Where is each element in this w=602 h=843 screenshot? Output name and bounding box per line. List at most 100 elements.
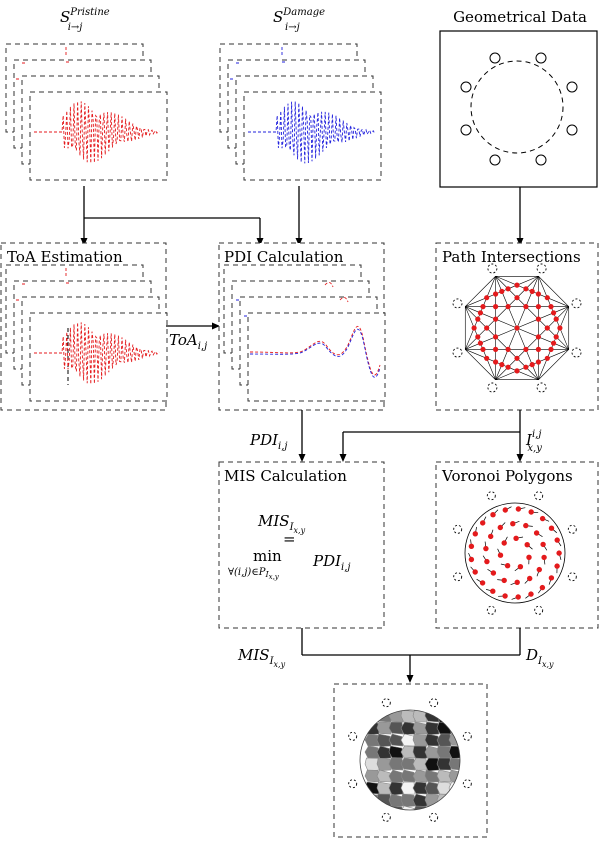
damage-cell: [376, 757, 392, 772]
sensor-layout: [460, 52, 578, 166]
sensor-path: [465, 349, 496, 380]
signal-trace: [236, 299, 247, 317]
intersection-point: [553, 316, 559, 322]
intersection-point: [514, 282, 520, 288]
damage-cell: [424, 757, 440, 772]
signal-trace: [324, 282, 349, 303]
intersection-point: [535, 334, 542, 340]
voronoi-seed: [523, 522, 529, 529]
damage-cell: [364, 733, 380, 747]
toa-estimation-box: ToA Estimation: [0, 242, 168, 411]
voronoi-seed: [488, 533, 494, 540]
sensor: [452, 347, 463, 358]
damage-map-box: [333, 683, 488, 838]
signal-trace: [249, 328, 381, 378]
intersection-point: [535, 316, 542, 322]
intersection-point: [529, 288, 535, 294]
intersection-point: [551, 310, 557, 316]
voronoi-seed: [468, 556, 475, 563]
voronoi-seed: [502, 593, 508, 599]
sensor: [453, 572, 463, 582]
sensor: [452, 298, 463, 309]
damage-cell: [412, 757, 428, 771]
box-outline: [218, 461, 385, 629]
geometrical-data-box: [439, 30, 598, 188]
sensor: [348, 779, 358, 789]
damage-cell: [376, 745, 392, 759]
arrowhead: [298, 454, 306, 462]
voronoi-seed: [501, 577, 507, 584]
signal-trace: [248, 101, 376, 164]
top-connectors: [80, 186, 524, 246]
intersection-point: [477, 340, 483, 346]
sensor: [489, 52, 501, 64]
plate-outline: [464, 502, 566, 604]
voronoi-seed: [548, 525, 555, 531]
arrowhead: [339, 454, 347, 462]
box-title: PDI Calculation: [224, 248, 344, 266]
intersection-point: [493, 291, 499, 297]
damage-cell: [412, 721, 428, 735]
sensor: [487, 263, 498, 274]
voronoi-seed: [497, 524, 503, 531]
damage-cell: [436, 757, 452, 771]
signal-trace: [16, 268, 70, 301]
intersection-point: [523, 304, 529, 310]
sensor: [536, 382, 547, 393]
damage-cell: [388, 781, 404, 796]
sensor: [566, 124, 578, 136]
arrowhead: [212, 322, 220, 330]
damage-cell: [400, 710, 416, 723]
geometrical-data-heading: Geometrical Data: [453, 8, 587, 26]
signal-trace: [34, 322, 160, 385]
voronoi-seed: [490, 512, 496, 518]
intersection-point: [544, 295, 550, 301]
intersection-point: [493, 316, 499, 322]
sensor: [462, 779, 472, 789]
intersection-point: [548, 346, 554, 352]
voronoi-edge-label: DIx,y: [525, 646, 554, 669]
voronoi-seed: [514, 579, 520, 585]
voronoi-seed: [513, 535, 519, 541]
intersection-point: [505, 364, 511, 370]
intersection-point: [514, 325, 520, 331]
sensor: [460, 124, 472, 136]
intersection-point: [484, 295, 490, 301]
intersection-point: [475, 316, 481, 322]
sensor: [566, 81, 578, 93]
intersection-point: [535, 359, 542, 365]
voronoi-seed: [510, 521, 516, 527]
voronoi-seed: [468, 543, 475, 549]
sensor-path: [538, 276, 569, 307]
sensor: [348, 731, 358, 741]
voronoi-seed: [533, 530, 540, 536]
intersection-point: [544, 325, 550, 331]
intersection-point: [493, 346, 499, 352]
sensor: [487, 382, 498, 393]
damage-cell: [400, 781, 416, 795]
intersection-point: [523, 364, 529, 370]
voronoi-seed: [480, 520, 486, 526]
intersection-point: [480, 346, 486, 352]
pdi-edge-label: PDIi,j: [249, 431, 288, 452]
intersection-point: [544, 355, 550, 361]
intersection-point: [514, 368, 520, 374]
mis-edge-label: MISIx,y: [237, 646, 286, 669]
intersection-point: [484, 355, 490, 361]
damage-cell: [424, 733, 440, 747]
damage-cell: [436, 769, 452, 783]
signal-trace: [16, 47, 70, 80]
voronoi-seed: [483, 545, 489, 552]
damage-cell: [424, 721, 440, 736]
damage-cell: [400, 733, 416, 747]
voronoi-seed: [490, 570, 497, 576]
damage-cell: [412, 769, 428, 783]
arrowhead: [80, 238, 88, 246]
damage-cell: [400, 793, 416, 808]
arrowhead: [256, 238, 264, 246]
sensor: [567, 524, 577, 534]
damage-cell: [376, 769, 392, 783]
